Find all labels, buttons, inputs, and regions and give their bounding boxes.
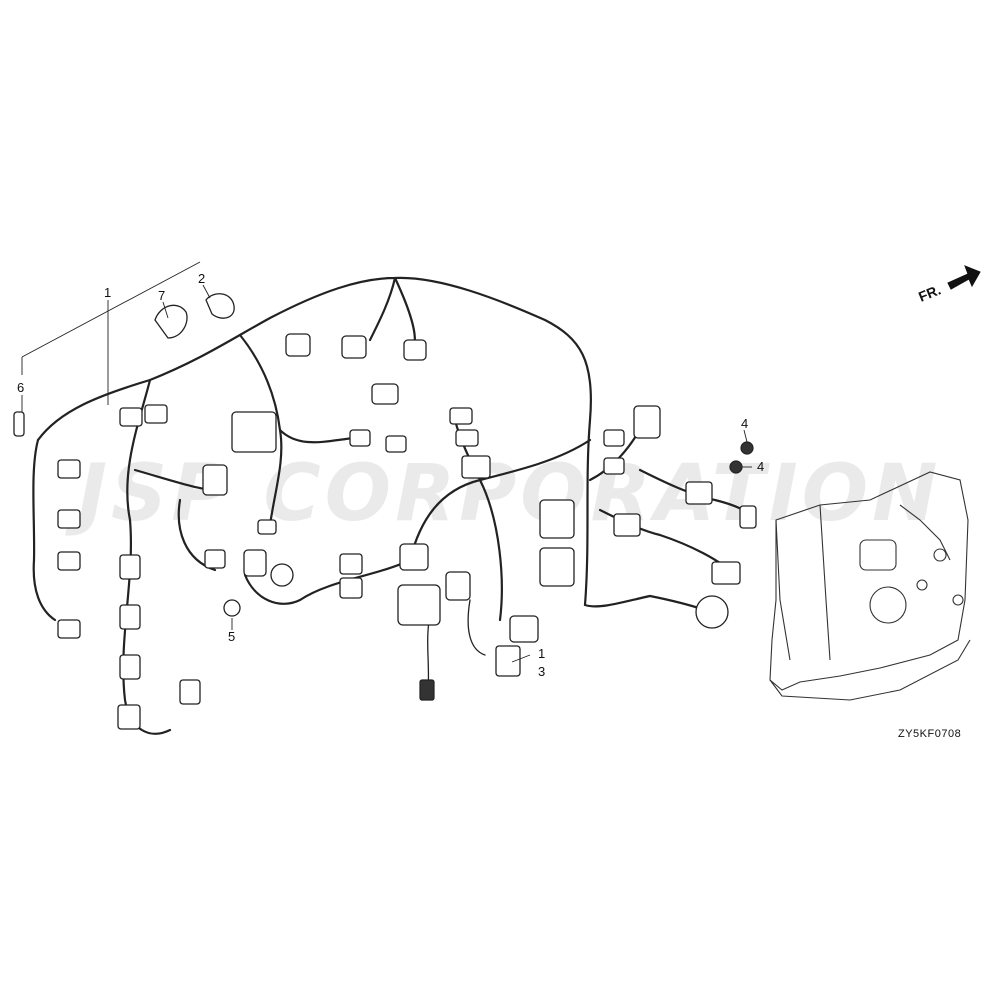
callout-4-upper: 4 xyxy=(741,416,748,431)
connector xyxy=(509,615,539,643)
right-connectors xyxy=(603,405,757,629)
connector xyxy=(144,404,168,424)
connector xyxy=(57,551,81,571)
connector xyxy=(257,519,277,535)
ground-terminal xyxy=(419,679,435,701)
connector xyxy=(57,509,81,529)
harness-band-6 xyxy=(13,411,25,437)
front-direction-marker: FR. xyxy=(916,265,981,305)
clip-bracket xyxy=(495,645,521,677)
connector xyxy=(119,407,143,427)
connector xyxy=(445,571,471,601)
sensor xyxy=(270,563,294,587)
connector xyxy=(202,464,228,496)
connector xyxy=(349,429,371,447)
connector xyxy=(385,435,407,453)
callout-labels: 1 2 7 6 5 1 3 4 4 xyxy=(17,271,764,679)
connector xyxy=(711,561,741,585)
bracket-plate xyxy=(685,481,713,505)
harness-clip-7 xyxy=(154,304,188,339)
callout-1-lower: 1 xyxy=(538,646,545,661)
connector xyxy=(179,679,201,705)
harness-clip-2 xyxy=(205,293,235,319)
engine-block xyxy=(769,471,971,701)
connector xyxy=(399,543,429,571)
connector xyxy=(339,577,363,599)
left-connectors xyxy=(57,404,228,730)
connector xyxy=(119,654,141,680)
connector xyxy=(613,513,641,537)
control-module xyxy=(397,584,441,626)
connector xyxy=(57,619,81,639)
connector xyxy=(603,457,625,475)
connector xyxy=(119,554,141,580)
front-label: FR. xyxy=(916,281,943,304)
pressure-sensor xyxy=(695,595,729,629)
callout-5: 5 xyxy=(228,629,235,644)
callout-7: 7 xyxy=(158,288,165,303)
relay-box xyxy=(231,411,277,453)
connector xyxy=(117,704,141,730)
connector xyxy=(455,429,479,447)
grommet xyxy=(223,599,241,617)
connector xyxy=(119,604,141,630)
connector xyxy=(57,459,81,479)
connector xyxy=(341,335,367,359)
connector xyxy=(449,407,473,425)
leader-lines xyxy=(21,261,752,663)
connector xyxy=(371,383,399,405)
connector xyxy=(461,455,491,479)
connector xyxy=(204,549,226,569)
connector xyxy=(243,549,267,577)
connector xyxy=(633,405,661,439)
bolt-4a xyxy=(740,441,754,455)
center-connectors xyxy=(223,333,575,701)
callout-4-lower: 4 xyxy=(757,459,764,474)
connector xyxy=(403,339,427,361)
connector-block xyxy=(539,499,575,539)
clip-parts xyxy=(13,293,754,474)
callout-6: 6 xyxy=(17,380,24,395)
callout-2: 2 xyxy=(198,271,205,286)
bolt-4b xyxy=(729,460,743,474)
connector-block xyxy=(539,547,575,587)
front-arrow-icon xyxy=(947,265,981,290)
callout-3: 3 xyxy=(538,664,545,679)
callout-1: 1 xyxy=(104,285,111,300)
connector xyxy=(285,333,311,357)
watermark: JSP CORPORATION xyxy=(65,449,941,539)
connector xyxy=(739,505,757,529)
connector xyxy=(603,429,625,447)
figure-code: ZY5KF0708 xyxy=(898,728,961,740)
connector xyxy=(339,553,363,575)
